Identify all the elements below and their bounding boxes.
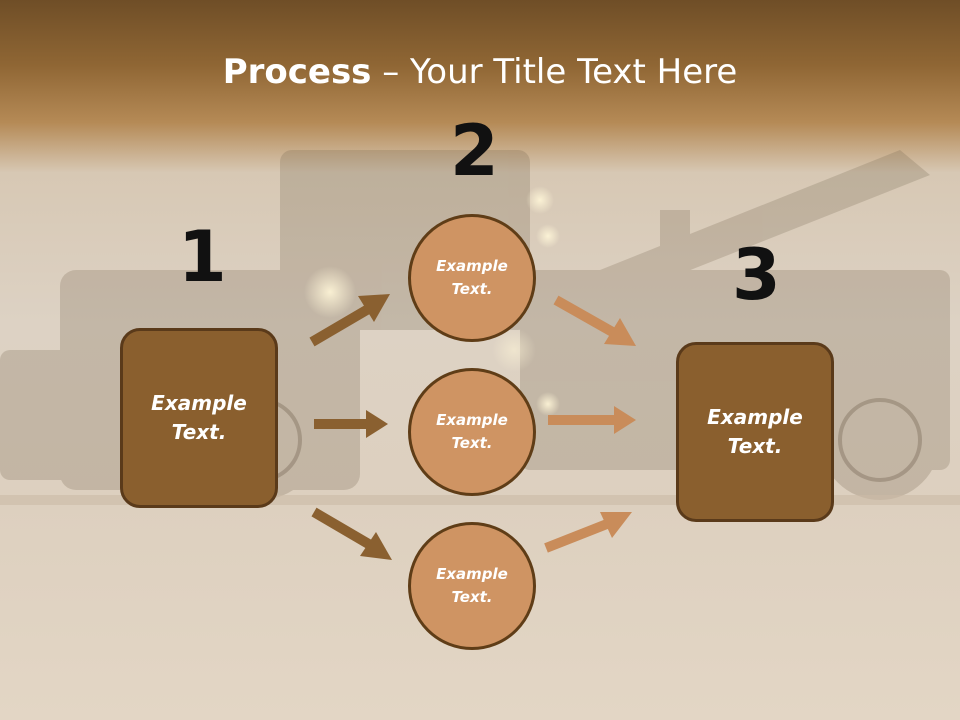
step-1-box: Example Text. [120, 328, 278, 508]
step-number-2: 2 [450, 110, 499, 192]
step-1-text: Example Text. [151, 391, 247, 444]
step-3-box: Example Text. [676, 342, 834, 522]
step-number-3: 3 [732, 234, 781, 316]
arrow-up-right-light [544, 512, 632, 553]
slide-title: Process – Your Title Text Here [0, 52, 960, 92]
step-3-text: Example Text. [707, 405, 803, 458]
circle-middle-text: Example Text. [436, 411, 508, 452]
arrow-right-light [548, 406, 636, 434]
arrow-right-dark [314, 410, 388, 438]
circle-bottom-text: Example Text. [436, 565, 508, 606]
step-number-1: 1 [178, 216, 227, 298]
title-bold: Process [222, 52, 372, 92]
arrow-down-right-dark [311, 507, 392, 560]
title-rest: – Your Title Text Here [371, 52, 738, 92]
circle-bottom: Example Text. [408, 522, 536, 650]
circle-top-text: Example Text. [436, 257, 508, 298]
arrow-up-right-dark [309, 294, 390, 347]
circle-top: Example Text. [408, 214, 536, 342]
arrow-down-right-light [553, 295, 636, 346]
circle-middle: Example Text. [408, 368, 536, 496]
